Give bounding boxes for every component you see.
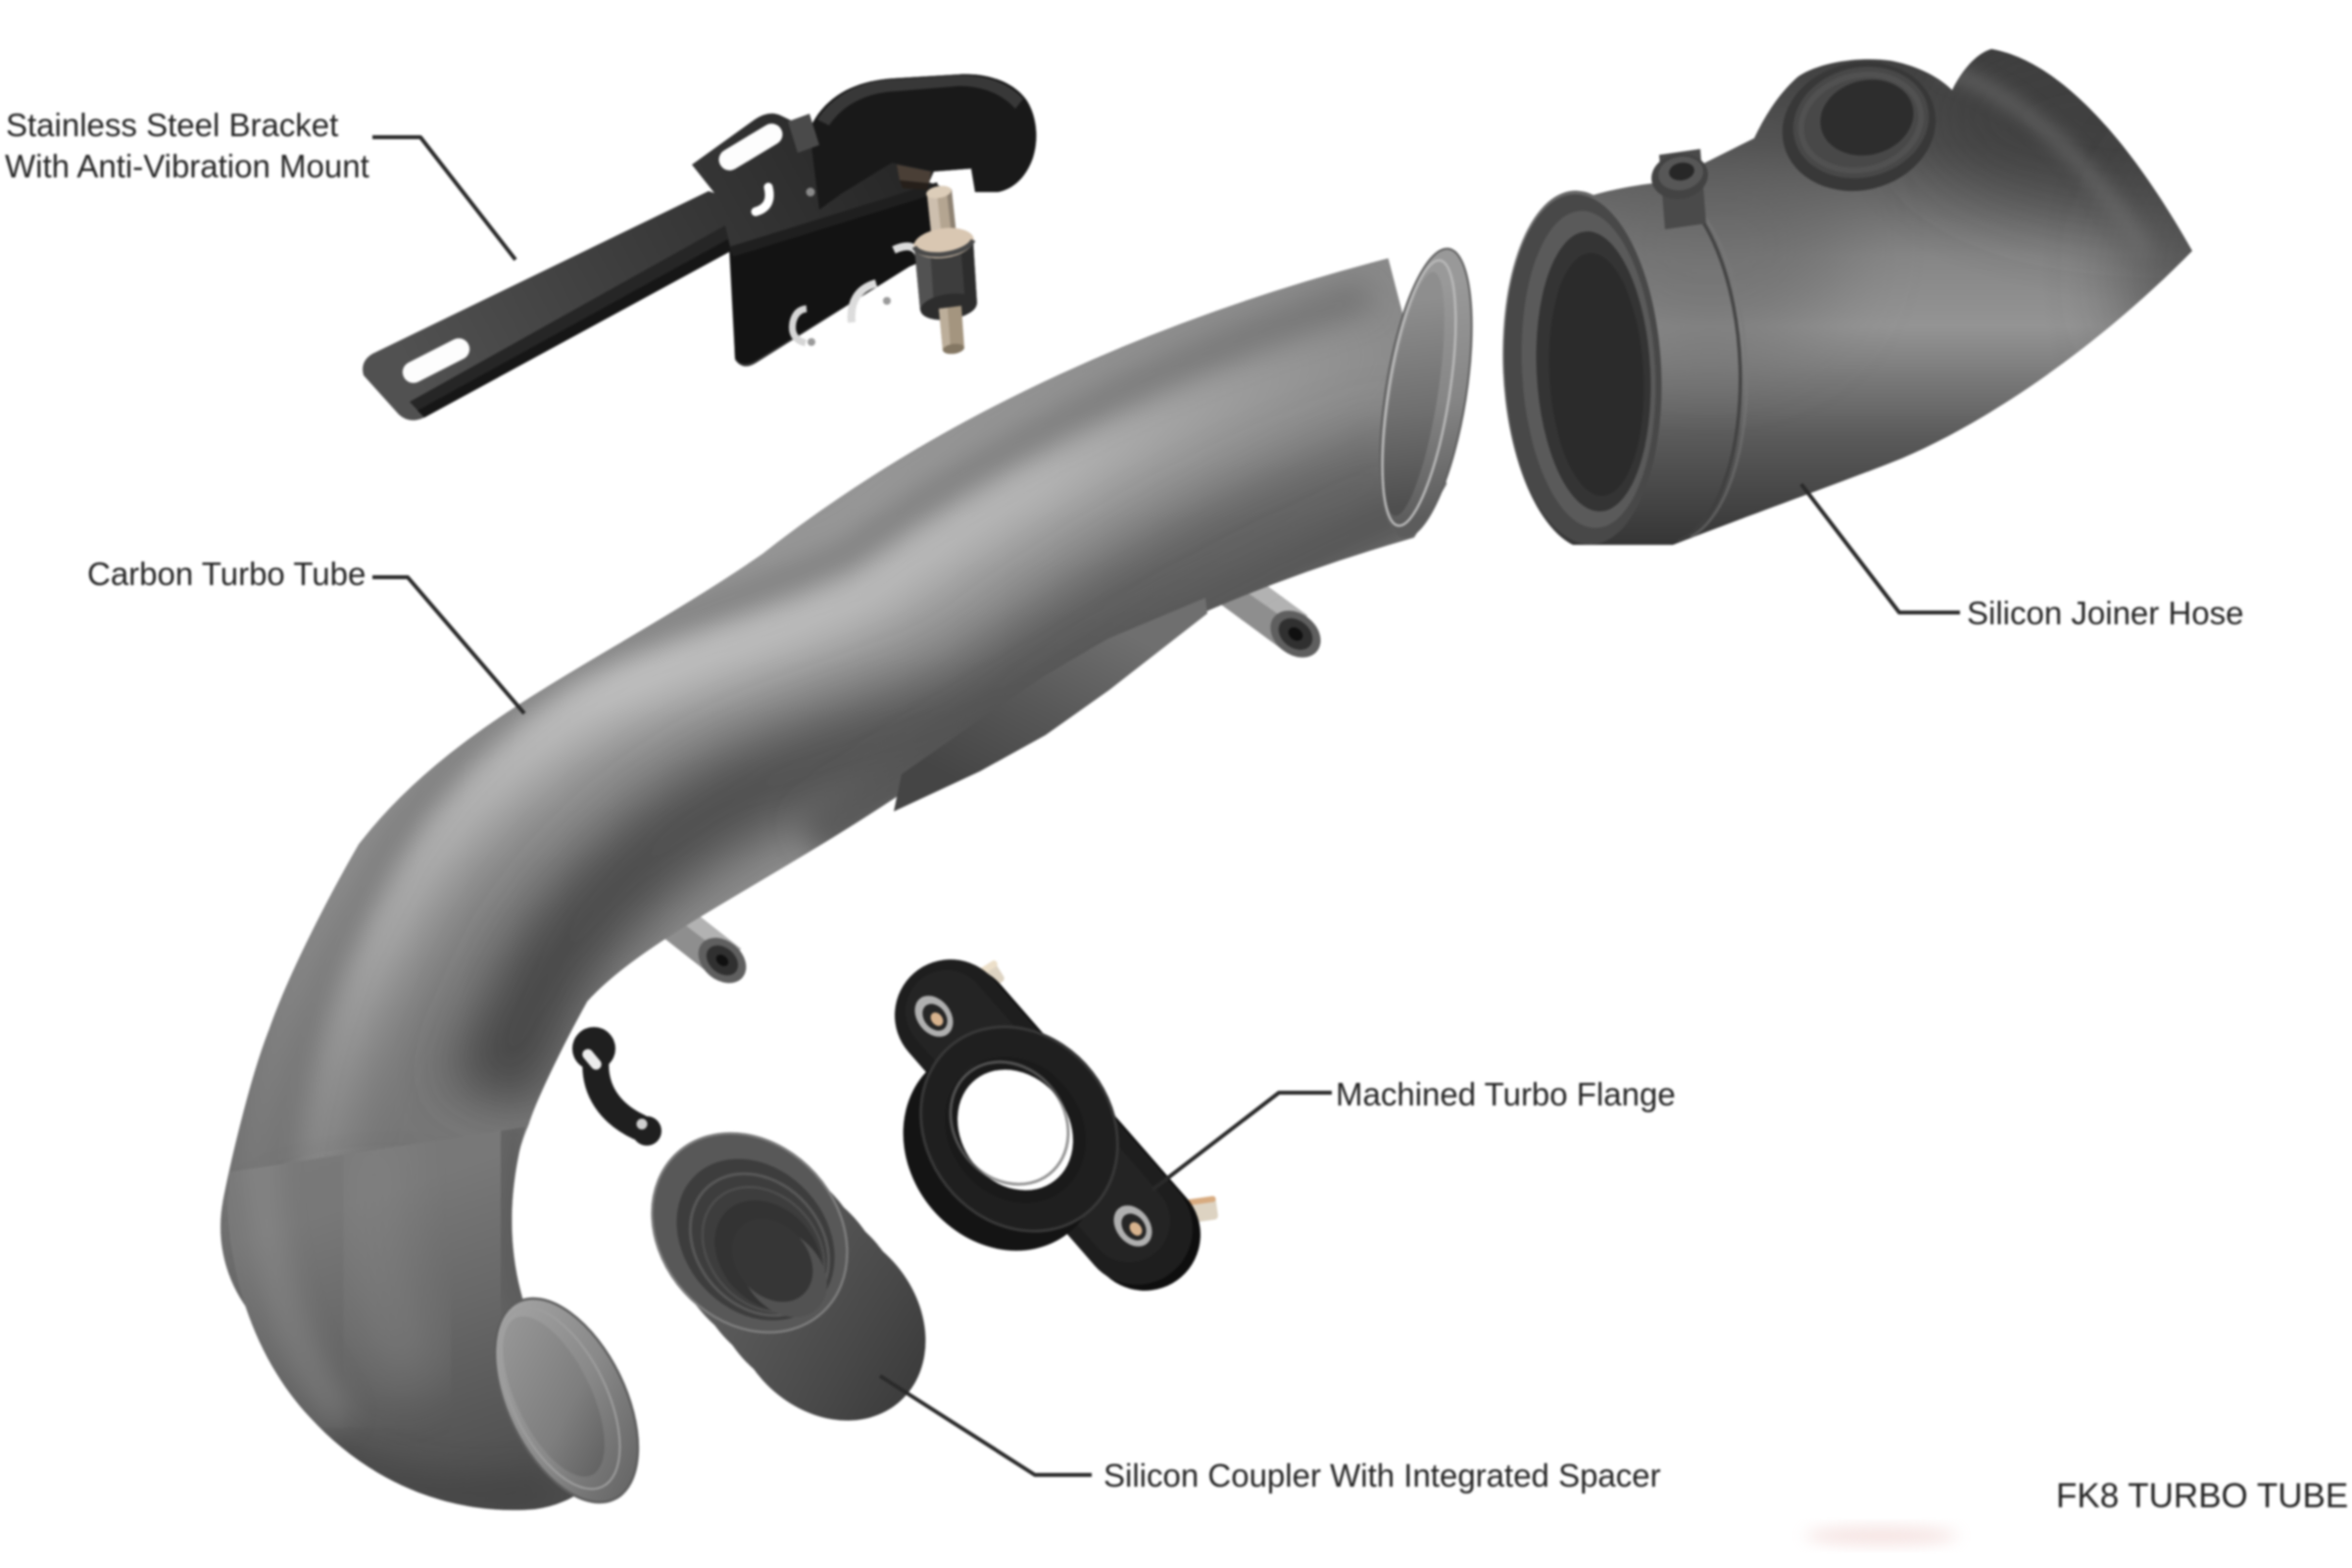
svg-text:Silicon Joiner Hose: Silicon Joiner Hose: [1967, 595, 2243, 631]
svg-text:Carbon Turbo Tube: Carbon Turbo Tube: [87, 556, 366, 592]
svg-text:Stainless Steel Bracket: Stainless Steel Bracket: [6, 107, 338, 143]
svg-text:Machined Turbo Flange: Machined Turbo Flange: [1336, 1076, 1676, 1112]
svg-text:With Anti-Vibration Mount: With Anti-Vibration Mount: [5, 148, 369, 184]
svg-text:Silicon Coupler With Integrate: Silicon Coupler With Integrated Spacer: [1103, 1457, 1661, 1494]
svg-text:FK8 TURBO TUBE: FK8 TURBO TUBE: [2056, 1477, 2348, 1515]
